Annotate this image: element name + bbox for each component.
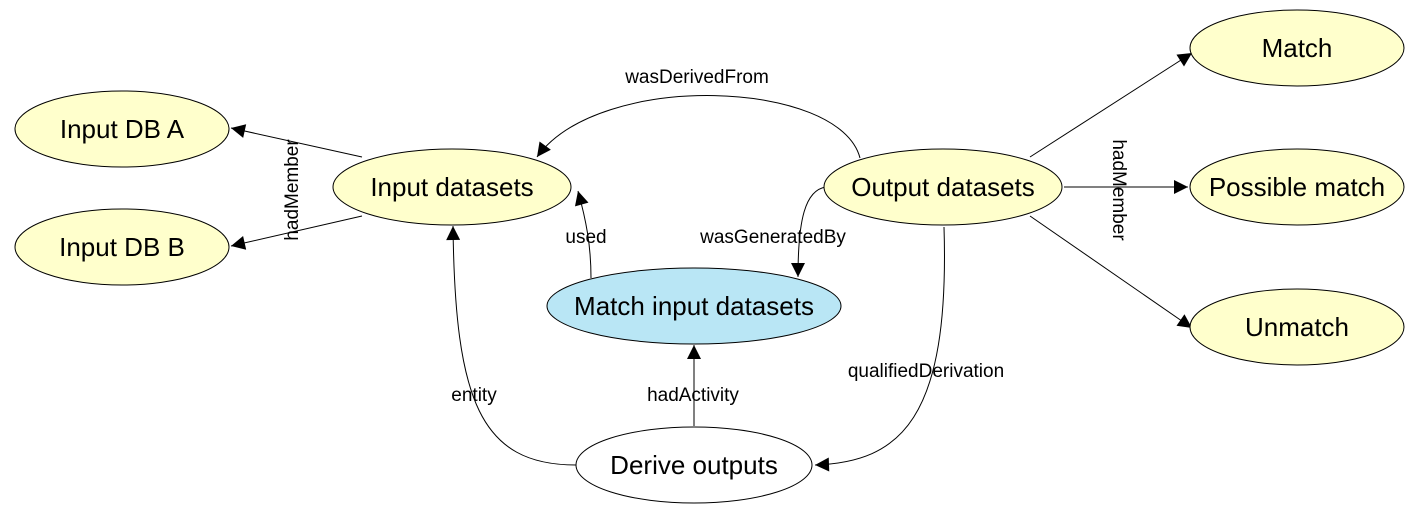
edge-label-qualified-derivation: qualifiedDerivation (848, 361, 1004, 382)
edge-labels: hadMember wasDerivedFrom used wasGenerat… (282, 67, 1129, 406)
edge-input-datasets-to-input-db-a (230, 124, 363, 158)
edge-label-used: used (565, 227, 606, 248)
edge-label-had-activity: hadActivity (647, 385, 739, 406)
edge-was-generated-by (791, 186, 827, 278)
edge-label-had-member-output: hadMember (1108, 139, 1129, 241)
node-match-input-datasets: Match input datasets (546, 267, 842, 345)
edges (230, 52, 1193, 472)
edge-output-to-unmatch (1029, 215, 1193, 329)
node-derive-outputs-shape (575, 426, 813, 504)
node-possible-match-shape (1189, 148, 1405, 226)
edge-input-datasets-to-input-db-b (230, 215, 363, 250)
edge-used (574, 190, 592, 279)
node-unmatch-label: Unmatch (1245, 312, 1349, 342)
node-match-label: Match (1262, 33, 1333, 63)
node-output-datasets-label: Output datasets (851, 172, 1035, 202)
edge-label-was-generated-by: wasGeneratedBy (699, 227, 846, 248)
node-input-db-a-shape (14, 90, 230, 168)
node-match-input-datasets-label: Match input datasets (574, 291, 814, 321)
edge-was-derived-from (536, 95, 861, 159)
node-derive-outputs: Derive outputs (575, 426, 813, 504)
node-match: Match (1189, 9, 1405, 87)
node-match-input-datasets-shape (546, 267, 842, 345)
node-possible-match: Possible match (1189, 148, 1405, 226)
node-derive-outputs-label: Derive outputs (610, 450, 778, 480)
edge-qualified-derivation (814, 226, 945, 472)
node-input-db-a: Input DB A (14, 90, 230, 168)
edge-label-was-derived-from: wasDerivedFrom (624, 67, 769, 88)
edge-label-had-member-input: hadMember (282, 139, 303, 241)
node-match-shape (1189, 9, 1405, 87)
node-input-datasets: Input datasets (332, 148, 572, 226)
node-input-db-b-shape (14, 208, 230, 286)
node-output-datasets-shape (823, 148, 1063, 226)
node-input-datasets-label: Input datasets (370, 172, 533, 202)
edge-entity (446, 225, 577, 466)
node-input-db-a-label: Input DB A (60, 114, 185, 144)
node-output-datasets: Output datasets (823, 148, 1063, 226)
node-input-db-b: Input DB B (14, 208, 230, 286)
node-unmatch: Unmatch (1189, 288, 1405, 366)
node-possible-match-label: Possible match (1209, 172, 1385, 202)
edge-output-to-match (1029, 52, 1193, 158)
node-input-datasets-shape (332, 148, 572, 226)
edge-label-entity: entity (451, 385, 497, 406)
node-input-db-b-label: Input DB B (59, 232, 185, 262)
node-unmatch-shape (1189, 288, 1405, 366)
nodes: Input DB A Input DB B Input datasets Mat… (14, 9, 1405, 504)
